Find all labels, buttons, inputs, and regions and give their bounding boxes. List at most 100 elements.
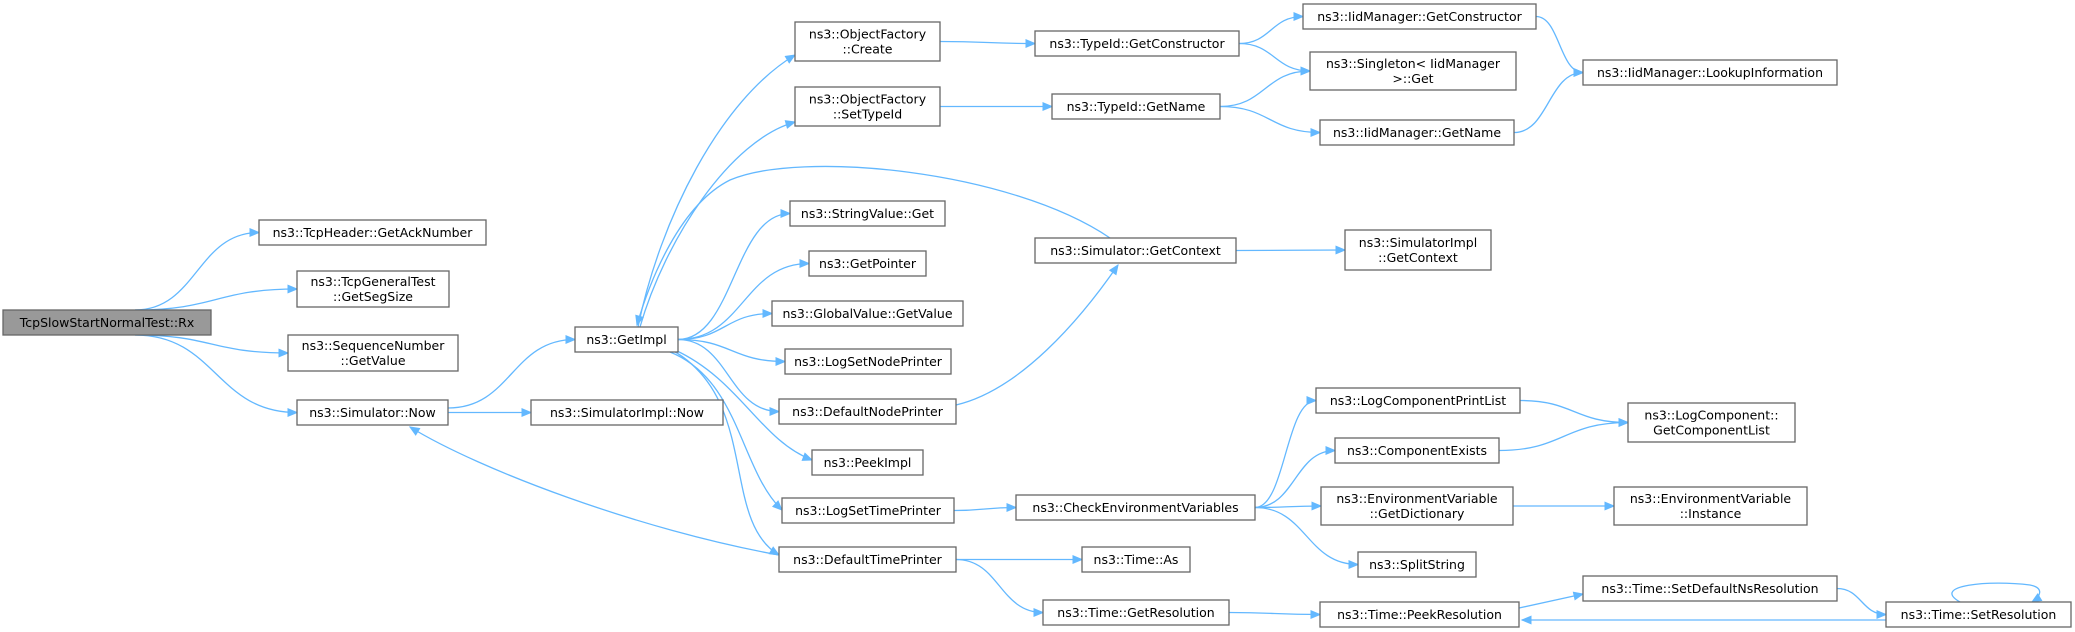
edge-simgetcontext-to-getimpl [636,165,1111,326]
edge-root-to-getack [134,231,260,311]
node-simnow[interactable]: ns3::Simulator::Now [296,399,449,426]
node-singletonget[interactable]: ns3::Singleton< IidManager>::Get [1309,51,1517,91]
node-box [296,270,450,308]
node-box [1582,575,1838,602]
node-envinstance[interactable]: ns3::EnvironmentVariable::Instance [1613,486,1808,526]
edge-arrowhead [801,452,814,461]
node-timeas[interactable]: ns3::Time::As [1081,546,1191,573]
edge-arrowhead [1876,609,1888,620]
node-box [1885,601,2072,628]
edge-arrowhead [635,314,645,327]
node-root[interactable]: TcpSlowStartNormalTest::Rx [2,309,212,336]
edge-arrowhead [780,208,792,219]
node-logsettimeprinter[interactable]: ns3::LogSetTimePrinter [781,497,955,524]
edge-timegetres-to-timepeekres [1228,611,1321,616]
node-box [778,546,957,573]
node-globalgetvalue[interactable]: ns3::GlobalValue::GetValue [771,300,964,327]
node-timesetdefaultns[interactable]: ns3::Time::SetDefaultNsResolution [1582,575,1838,602]
node-box [574,326,679,353]
node-box [784,348,952,375]
node-peekimpl[interactable]: ns3::PeekImpl [811,449,924,476]
edge-arrowhead [1306,395,1318,406]
node-ofsettypeid[interactable]: ns3::ObjectFactory::SetTypeId [794,86,941,127]
edge-root-to-seqgetvalue [134,334,289,354]
edge-getimpl-to-globalgetvalue [677,312,773,341]
node-seqgetvalue[interactable]: ns3::SequenceNumber::GetValue [287,334,459,372]
node-label: ns3::IidManager::LookupInformation [1597,65,1823,80]
node-label: ns3::Time::PeekResolution [1337,607,1502,622]
node-iidgetconstructor[interactable]: ns3::IidManager::GetConstructor [1302,3,1537,30]
node-label: ns3::EnvironmentVariable [1630,491,1792,506]
node-simimplgetcontext[interactable]: ns3::SimulatorImpl::GetContext [1344,229,1492,271]
node-box [794,86,941,127]
node-iidlookup[interactable]: ns3::IidManager::LookupInformation [1582,59,1838,86]
edge-arrowhead [1310,127,1322,138]
node-logcompprintlist[interactable]: ns3::LogComponentPrintList [1315,387,1521,414]
edge-checkenv-to-splitstring [1254,506,1359,566]
node-envgetdict[interactable]: ns3::EnvironmentVariable::GetDictionary [1320,486,1514,526]
node-timesetres[interactable]: ns3::Time::SetResolution [1885,601,2072,628]
node-simimplnow[interactable]: ns3::SimulatorImpl::Now [530,399,724,426]
edge-iidgetname-to-iidlookup [1513,71,1584,134]
node-box [1319,119,1515,146]
node-getsegsize[interactable]: ns3::TcpGeneralTest::GetSegSize [296,270,450,308]
node-timegetres[interactable]: ns3::Time::GetResolution [1042,599,1230,626]
edge-arrowhead [249,227,261,238]
node-stringget[interactable]: ns3::StringValue::Get [789,200,946,227]
node-iidgetname[interactable]: ns3::IidManager::GetName [1319,119,1515,146]
node-label: ns3::SequenceNumber [302,338,446,353]
node-box [1315,387,1521,414]
node-ofcreate[interactable]: ns3::ObjectFactory::Create [794,21,941,62]
node-label: ::GetSegSize [333,289,413,304]
node-label: ns3::SplitString [1369,557,1465,572]
edge-arrowhead [1033,607,1045,618]
edge-arrowhead [1072,554,1084,565]
edge-arrowhead [1604,501,1616,511]
node-getack[interactable]: ns3::TcpHeader::GetAckNumber [258,219,487,246]
edge-getimpl-to-peekimpl [674,349,813,461]
node-label: ns3::LogSetNodePrinter [794,354,943,369]
node-label: ::Instance [1680,506,1742,521]
node-typeidgetconstructor[interactable]: ns3::TypeId::GetConstructor [1034,30,1240,57]
node-label: ns3::TcpHeader::GetAckNumber [273,225,474,240]
node-splitstring[interactable]: ns3::SplitString [1357,551,1477,578]
node-label: ns3::TcpGeneralTest [310,274,435,289]
node-getimpl[interactable]: ns3::GetImpl [574,326,679,353]
node-label: ns3::PeekImpl [824,455,912,470]
node-label: GetComponentList [1653,423,1770,438]
node-logsetnodeprinter[interactable]: ns3::LogSetNodePrinter [784,348,952,375]
edge-arrowhead [1025,38,1037,49]
node-compexists[interactable]: ns3::ComponentExists [1334,437,1500,464]
node-box [1344,229,1492,271]
edge-arrowhead [1325,445,1337,456]
edge-simgetcontext-to-simimplgetcontext [1235,249,1346,252]
node-timepeekres[interactable]: ns3::Time::PeekResolution [1319,601,1520,628]
node-box [1034,237,1237,264]
node-label: ns3::LogComponentPrintList [1330,393,1506,408]
edge-arrowhead [1335,245,1347,255]
edge-getimpl-to-defaulttimeprinter [671,349,780,556]
node-box [1320,486,1514,526]
nodes-layer: TcpSlowStartNormalTest::Rx ns3::TcpHeader… [2,3,2072,628]
node-simgetcontext[interactable]: ns3::Simulator::GetContext [1034,237,1237,264]
node-label: ns3::ObjectFactory [809,92,927,107]
edge-arrowhead [287,284,299,294]
node-logcompgetlist[interactable]: ns3::LogComponent::GetComponentList [1627,402,1796,443]
edge-typeidgetconstructor-to-iidgetconstructor [1238,15,1304,45]
node-box [1319,601,1520,628]
node-typeidgetname[interactable]: ns3::TypeId::GetName [1051,93,1221,120]
node-label: ::GetDictionary [1370,506,1465,521]
edge-timesetdefaultns-to-timesetres [1836,587,1887,616]
node-getpointer[interactable]: ns3::GetPointer [808,250,927,277]
edge-arrowhead [775,356,787,367]
edge-arrowhead [799,258,811,269]
edge-arrowhead [1311,501,1323,511]
node-defaulttimeprinter[interactable]: ns3::DefaultTimePrinter [778,546,957,573]
node-label: ns3::SimulatorImpl [1359,235,1477,250]
edges-layer [134,11,2043,625]
node-box [1309,51,1517,91]
node-defaultnodeprinter[interactable]: ns3::DefaultNodePrinter [778,398,957,425]
node-checkenv[interactable]: ns3::CheckEnvironmentVariables [1015,494,1256,521]
edge-root-to-getsegsize [134,288,298,311]
